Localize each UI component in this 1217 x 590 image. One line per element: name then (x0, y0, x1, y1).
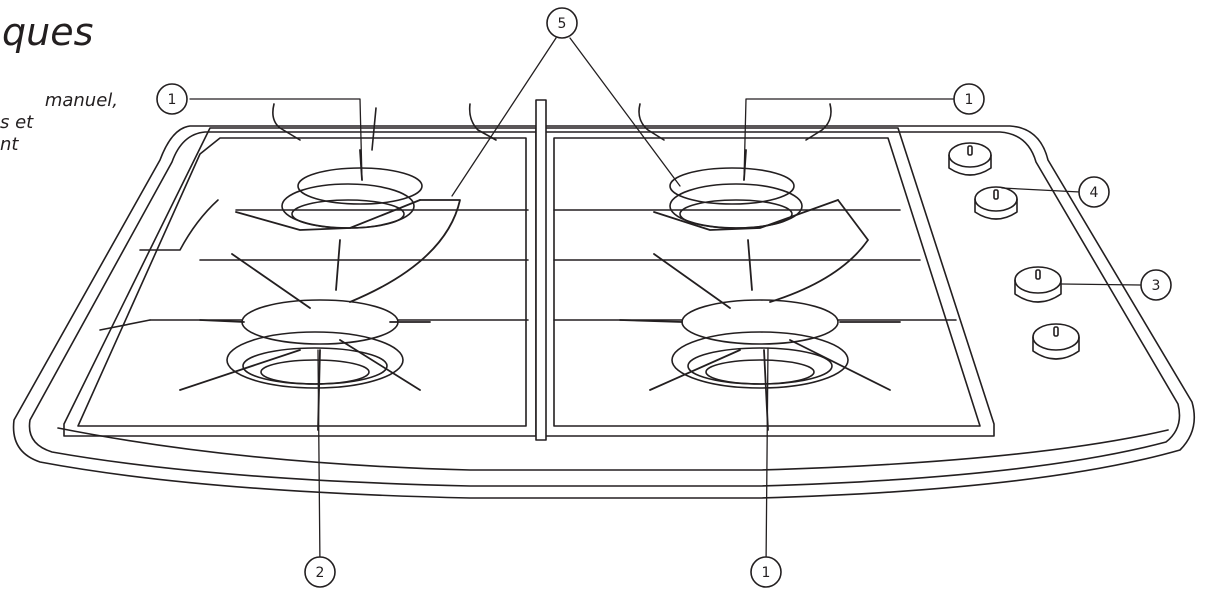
burner-back-right (669, 167, 803, 229)
knob-3 (1014, 266, 1062, 303)
callout-4-right: 4 (1078, 176, 1110, 208)
grate-left (63, 103, 537, 437)
callout-5-top: 5 (546, 7, 578, 39)
knob-1 (948, 142, 992, 176)
svg-text:1: 1 (168, 92, 177, 108)
knob-4 (1032, 323, 1080, 360)
intro-line-1: manuel, (44, 90, 118, 111)
svg-text:1: 1 (965, 92, 974, 108)
grate-divider (535, 99, 547, 441)
grate-spokes-right (619, 149, 901, 431)
callout-1-bottom: 1 (750, 556, 782, 588)
intro-line-3: nt (0, 134, 19, 155)
svg-text:1: 1 (762, 565, 771, 581)
cooktop-body (12, 125, 1196, 499)
callout-1-top-left: 1 (156, 83, 188, 115)
callout-1-top-right: 1 (953, 83, 985, 115)
intro-line-2: s et (0, 112, 34, 133)
knob-2 (974, 186, 1018, 220)
callout-3-right: 3 (1140, 269, 1172, 301)
svg-text:2: 2 (316, 565, 325, 581)
svg-text:5: 5 (558, 16, 567, 32)
callout-2-bottom: 2 (304, 556, 336, 588)
intro-text: manuel, s et nt (0, 90, 118, 156)
svg-text:3: 3 (1152, 278, 1161, 294)
page-heading: ques (2, 10, 94, 54)
leader-lines (189, 37, 1141, 569)
burner-front-right (671, 299, 849, 389)
svg-text:4: 4 (1090, 185, 1099, 201)
